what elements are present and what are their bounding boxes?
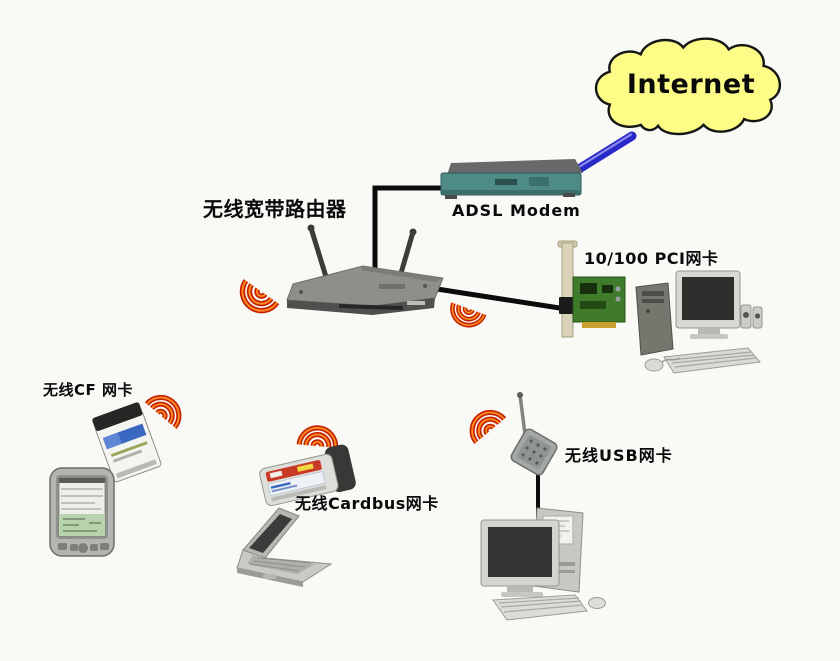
laptop-device: [233, 504, 339, 598]
wireless-cardbus-card: [255, 443, 359, 507]
usb-adapter-graphic: [510, 392, 558, 476]
pda-device: [45, 465, 119, 563]
usb-card-label: 无线USB网卡: [565, 446, 673, 465]
link-router-pci: [436, 286, 567, 312]
internet-label: Internet: [626, 69, 756, 100]
cf-card-label: 无线CF 网卡: [43, 381, 133, 399]
usb-antenna: [518, 393, 527, 436]
pci-network-card: [556, 240, 628, 343]
router-antenna-left: [308, 225, 330, 283]
desktop-right-graphic: [635, 270, 763, 374]
cf-card-graphic: [92, 402, 162, 483]
wireless-cf-card: [88, 400, 166, 486]
desktop-pc-right: [628, 263, 763, 378]
wireless-usb-adapter: [498, 392, 568, 477]
modem-label: ADSL Modem: [452, 201, 581, 220]
pci-card-graphic: [557, 240, 626, 338]
internet-cloud: Internet: [584, 33, 798, 149]
laptop-graphic: [236, 507, 333, 587]
pci-card-label: 10/100 PCI网卡: [584, 249, 719, 268]
link-modem-router: [372, 185, 447, 268]
adsl-modem-device: [437, 157, 585, 203]
router-label: 无线宽带路由器: [203, 197, 347, 221]
cardbus-card-graphic: [259, 444, 356, 507]
wireless-router-device: [283, 222, 451, 317]
cloud-shape: [594, 37, 781, 136]
cardbus-card-label: 无线Cardbus网卡: [295, 494, 439, 513]
adsl-modem-graphic: [440, 159, 583, 199]
desktop-bottom-graphic: [480, 507, 606, 621]
router-graphic: [286, 224, 444, 315]
desktop-pc-bottom: [475, 504, 627, 624]
pda-graphic: [49, 467, 115, 557]
